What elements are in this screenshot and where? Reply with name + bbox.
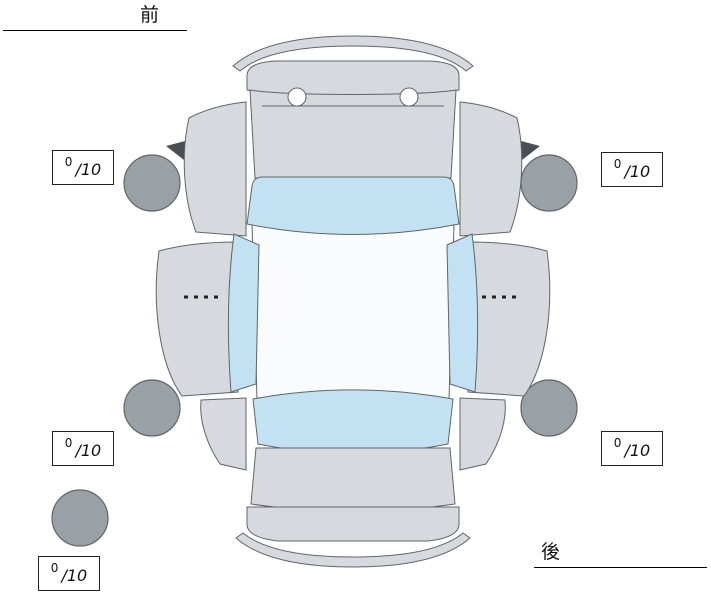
tire-spare-icon [51,489,109,547]
rear-bumper [246,506,460,542]
hood-vent-left-icon [287,87,307,107]
score-value: 0 [64,435,73,450]
score-box-rear-left: 0 /10 [52,431,114,466]
front-label: 前 [140,4,161,26]
side-window-left-glass [227,233,260,393]
score-value: 0 [50,560,59,575]
front-door-panel-right [459,101,523,237]
score-max: /10 [75,441,102,460]
front-door-panel-left [183,101,247,237]
hood [249,89,457,179]
score-max: /10 [75,160,102,179]
rear-window-glass [252,389,454,454]
trunk [250,447,456,512]
hood-vent-right-icon [399,87,419,107]
rear-quarter-panel-right [459,397,506,471]
score-max: /10 [624,162,651,181]
front-bumper [246,60,460,96]
side-window-right-glass [446,233,479,393]
rear-door-panel-right [467,241,551,397]
roof [251,216,455,401]
tire-rear-right-icon [520,379,578,437]
rear-door-panel-left [155,241,239,397]
score-value: 0 [64,154,73,169]
side-mirror-left-icon [166,141,185,160]
rear-spoiler [235,532,471,568]
rear-quarter-panel-left [200,397,247,471]
front-spoiler [232,35,474,72]
score-box-front-left: 0 /10 [52,150,114,185]
rear-label: 後 [541,541,562,563]
score-max: /10 [61,566,88,585]
windshield-glass [246,176,460,235]
front-underline [3,30,187,31]
side-mirror-right-icon [521,141,540,160]
score-box-rear-right: 0 /10 [601,431,663,466]
score-value: 0 [613,156,622,171]
score-box-front-right: 0 /10 [601,152,663,187]
rear-underline [534,567,707,568]
score-value: 0 [613,435,622,450]
score-box-spare: 0 /10 [38,556,100,591]
tire-rear-left-icon [123,379,181,437]
tire-front-right-icon [520,154,578,212]
tire-front-left-icon [123,154,181,212]
score-max: /10 [624,441,651,460]
